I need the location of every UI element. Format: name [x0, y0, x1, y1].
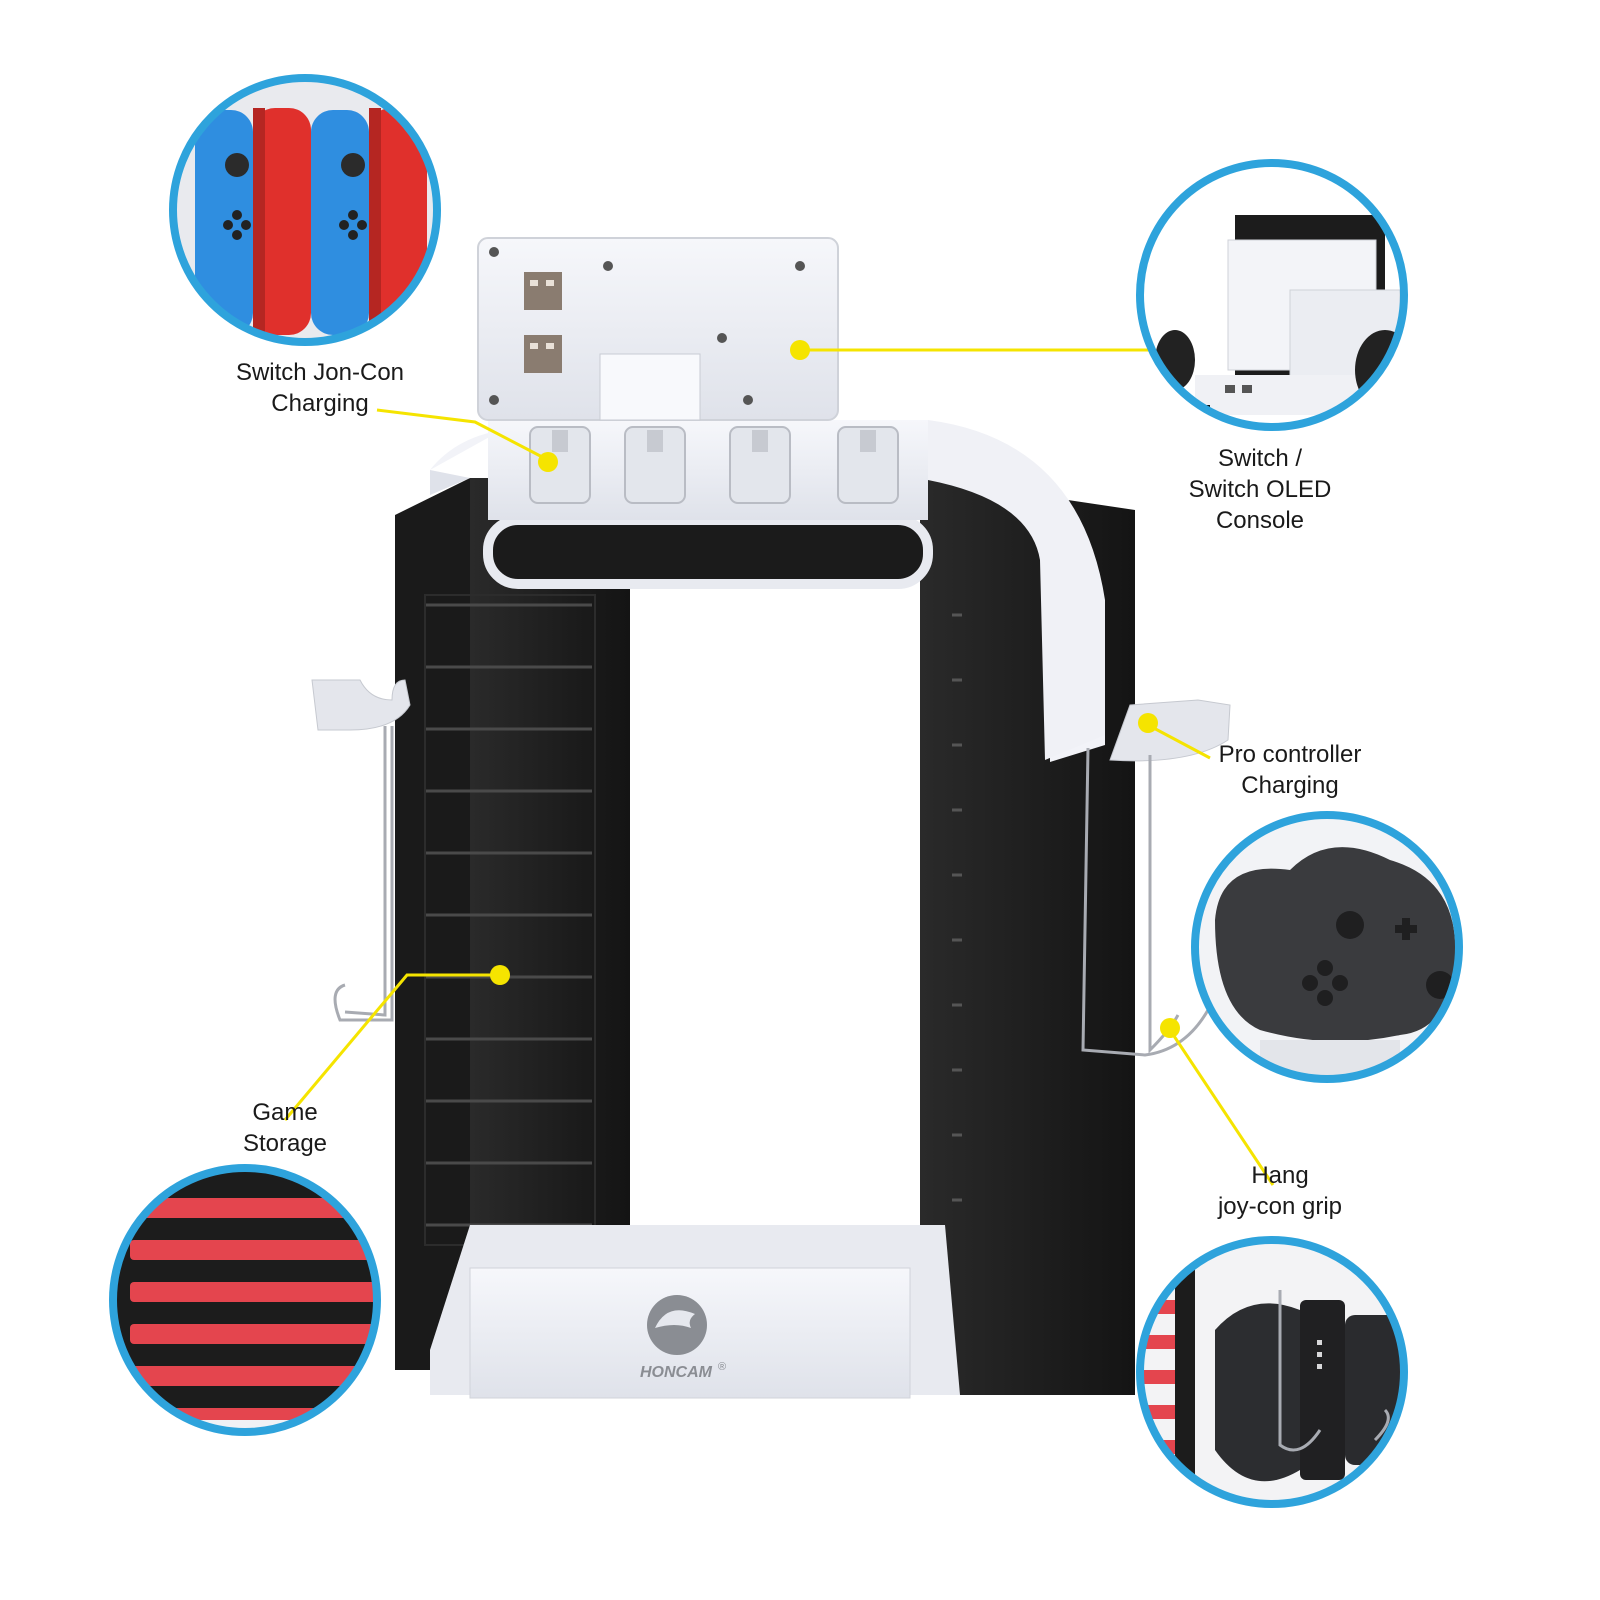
- left-storage-panel: [395, 478, 470, 1370]
- wire-hooks: [333, 726, 1210, 1057]
- console-line2: Switch OLED: [1188, 476, 1332, 503]
- hang-grip-line2: joy-con grip: [1217, 1193, 1343, 1220]
- game-storage-line1: Game: [252, 1099, 318, 1126]
- right-controller-cradle: [1109, 699, 1231, 762]
- brand-name: HONCAM: [640, 1364, 713, 1381]
- honcam-logo-icon: [647, 1295, 707, 1355]
- charging-tower: HONCAM ®: [311, 237, 1231, 1399]
- joycon-red-1: [253, 108, 311, 335]
- hang-grip-line1: Hang: [1251, 1162, 1309, 1189]
- joycon-blue-2: [311, 110, 369, 335]
- game-storage-label: Game Storage: [205, 1097, 365, 1159]
- right-arm: [928, 420, 1105, 760]
- joycon-blue-1: [195, 110, 253, 335]
- hang-grip-label: Hang joy-con grip: [1180, 1160, 1380, 1222]
- left-controller-cradle: [311, 679, 411, 731]
- joycon-charging-line2: Charging: [271, 390, 369, 417]
- console-label: Switch / Switch OLED Console: [1160, 443, 1360, 536]
- console-line3: Console: [1215, 507, 1305, 534]
- joycon-detail-circle: [169, 74, 441, 346]
- right-slot-ticks: [952, 613, 962, 1202]
- pro-controller-label: Pro controller Charging: [1180, 739, 1400, 801]
- left-panel-face: [470, 478, 630, 1370]
- game-storage-line2: Storage: [242, 1130, 328, 1157]
- hang-grip-detail-circle: [1136, 1236, 1408, 1508]
- joycon-grip-icon: [1215, 1303, 1300, 1482]
- game-cards: [130, 1198, 377, 1428]
- callout-dots: [490, 340, 1180, 1038]
- pro-controller-detail-circle: [1191, 811, 1463, 1083]
- pro-controller-icon: [1215, 847, 1456, 1042]
- joycon-red-2: [369, 108, 427, 335]
- joycon-charging-line1: Switch Jon-Con: [235, 359, 405, 386]
- pro-controller-line1: Pro controller: [1218, 741, 1362, 768]
- game-storage-detail-circle: [109, 1164, 381, 1436]
- usb-port-icon: [524, 272, 562, 373]
- pro-controller-line2: Charging: [1241, 772, 1339, 799]
- joycon-charging-label: Switch Jon-Con Charging: [205, 357, 435, 419]
- joycon-slots: [529, 426, 899, 504]
- callout-lines: [283, 348, 1275, 1186]
- console-detail-circle: [1136, 159, 1408, 431]
- brand-registered-mark: ®: [718, 1361, 726, 1373]
- console-line1: Switch /: [1217, 445, 1303, 472]
